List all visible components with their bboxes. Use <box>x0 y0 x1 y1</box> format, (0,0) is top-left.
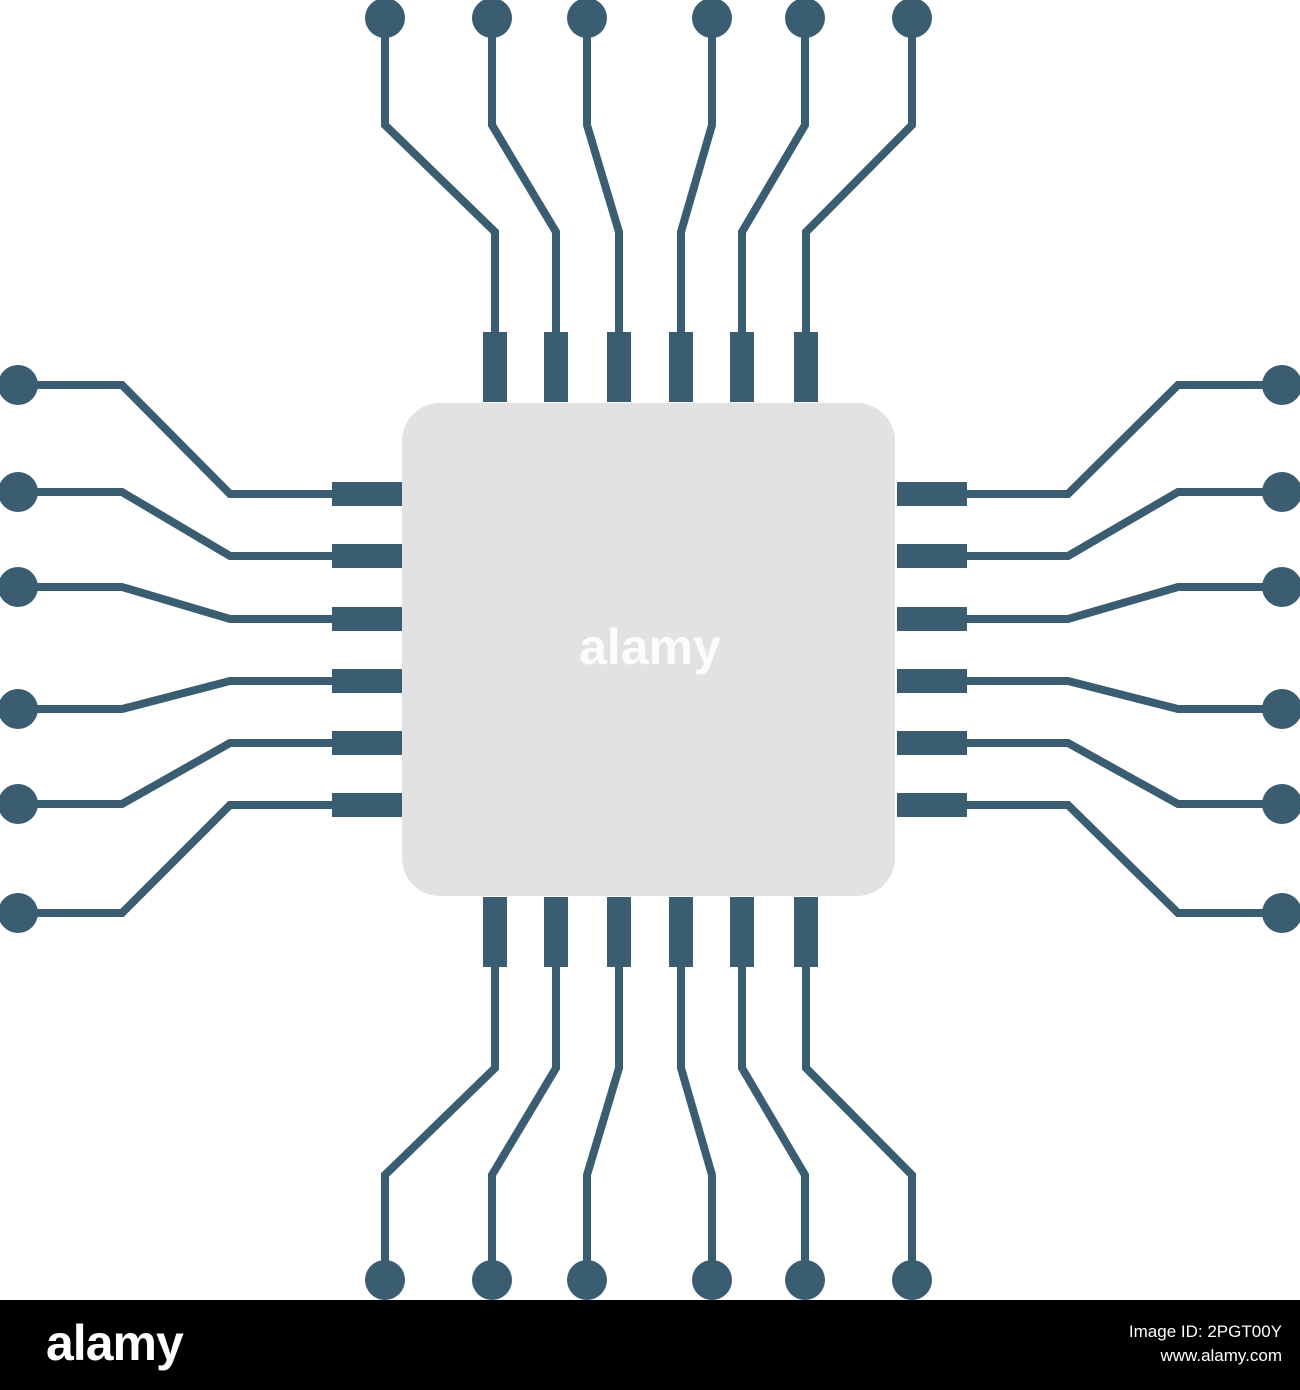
pin-top-4 <box>669 332 693 402</box>
pin-top-2 <box>544 332 568 402</box>
pin-right-4 <box>897 669 967 693</box>
trace-top-4 <box>677 20 716 340</box>
watermark-text: alamy <box>579 619 721 675</box>
terminal-bottom-6 <box>892 1260 932 1300</box>
trace-right-3 <box>960 583 1282 623</box>
terminal-bottom-3 <box>567 1260 607 1300</box>
image-credit: Image ID: 2PGT00Y www.alamy.com <box>1129 1320 1282 1368</box>
pin-left-5 <box>332 731 402 755</box>
terminal-top-5 <box>785 0 825 38</box>
terminal-left-5 <box>0 784 38 824</box>
trace-top-3 <box>583 20 623 340</box>
terminal-top-6 <box>892 0 932 38</box>
trace-bottom-3 <box>583 960 623 1280</box>
pin-top-5 <box>730 332 754 402</box>
terminal-bottom-2 <box>472 1260 512 1300</box>
terminal-right-5 <box>1262 784 1300 824</box>
trace-right-2 <box>960 488 1282 560</box>
terminal-left-4 <box>0 689 38 729</box>
pin-bottom-2 <box>544 897 568 967</box>
microchip-illustration: alamy <box>0 0 1300 1300</box>
terminal-right-1 <box>1262 365 1300 405</box>
pin-top-1 <box>483 332 507 402</box>
trace-right-1 <box>960 381 1282 498</box>
pin-right-1 <box>897 482 967 506</box>
pin-left-2 <box>332 544 402 568</box>
pin-bottom-6 <box>794 897 818 967</box>
terminal-bottom-5 <box>785 1260 825 1300</box>
circuit-traces <box>18 20 1282 1280</box>
pin-left-6 <box>332 793 402 817</box>
trace-top-6 <box>802 20 916 340</box>
trace-bottom-2 <box>488 960 560 1280</box>
trace-right-6 <box>960 801 1282 917</box>
trace-left-2 <box>18 488 340 560</box>
pin-bottom-5 <box>730 897 754 967</box>
terminal-left-3 <box>0 567 38 607</box>
terminal-bottom-1 <box>365 1260 405 1300</box>
trace-bottom-4 <box>677 960 716 1280</box>
pin-right-2 <box>897 544 967 568</box>
pin-left-4 <box>332 669 402 693</box>
trace-left-4 <box>18 677 340 713</box>
trace-right-5 <box>960 739 1282 808</box>
trace-right-4 <box>960 677 1282 713</box>
pin-top-6 <box>794 332 818 402</box>
terminal-right-6 <box>1262 893 1300 933</box>
pin-left-3 <box>332 607 402 631</box>
terminal-right-2 <box>1262 472 1300 512</box>
terminal-right-3 <box>1262 567 1300 607</box>
trace-left-3 <box>18 583 340 623</box>
pin-bottom-1 <box>483 897 507 967</box>
footer-bar: alamy Image ID: 2PGT00Y www.alamy.com <box>0 1300 1300 1390</box>
image-id: Image ID: 2PGT00Y <box>1128 1322 1282 1341</box>
pin-right-5 <box>897 731 967 755</box>
terminal-left-6 <box>0 893 38 933</box>
chip-pins <box>332 332 967 967</box>
pin-left-1 <box>332 482 402 506</box>
terminal-top-4 <box>692 0 732 38</box>
trace-top-1 <box>381 20 499 340</box>
pin-bottom-3 <box>607 897 631 967</box>
terminal-left-1 <box>0 365 38 405</box>
alamy-logo: alamy <box>46 1315 184 1371</box>
terminal-top-3 <box>567 0 607 38</box>
pin-bottom-4 <box>669 897 693 967</box>
trace-bottom-1 <box>381 960 499 1280</box>
website-link: www.alamy.com <box>1160 1346 1282 1365</box>
trace-terminals <box>0 0 1300 1300</box>
terminal-bottom-4 <box>692 1260 732 1300</box>
trace-left-1 <box>18 381 340 498</box>
terminal-top-2 <box>472 0 512 38</box>
trace-left-5 <box>18 739 340 808</box>
chip-body <box>402 403 895 896</box>
pin-right-6 <box>897 793 967 817</box>
trace-left-6 <box>18 801 340 917</box>
trace-bottom-6 <box>802 960 916 1280</box>
trace-top-5 <box>738 20 809 340</box>
pin-top-3 <box>607 332 631 402</box>
trace-bottom-5 <box>738 960 809 1280</box>
pin-right-3 <box>897 607 967 631</box>
terminal-right-4 <box>1262 689 1300 729</box>
terminal-top-1 <box>365 0 405 38</box>
trace-top-2 <box>488 20 560 340</box>
terminal-left-2 <box>0 472 38 512</box>
